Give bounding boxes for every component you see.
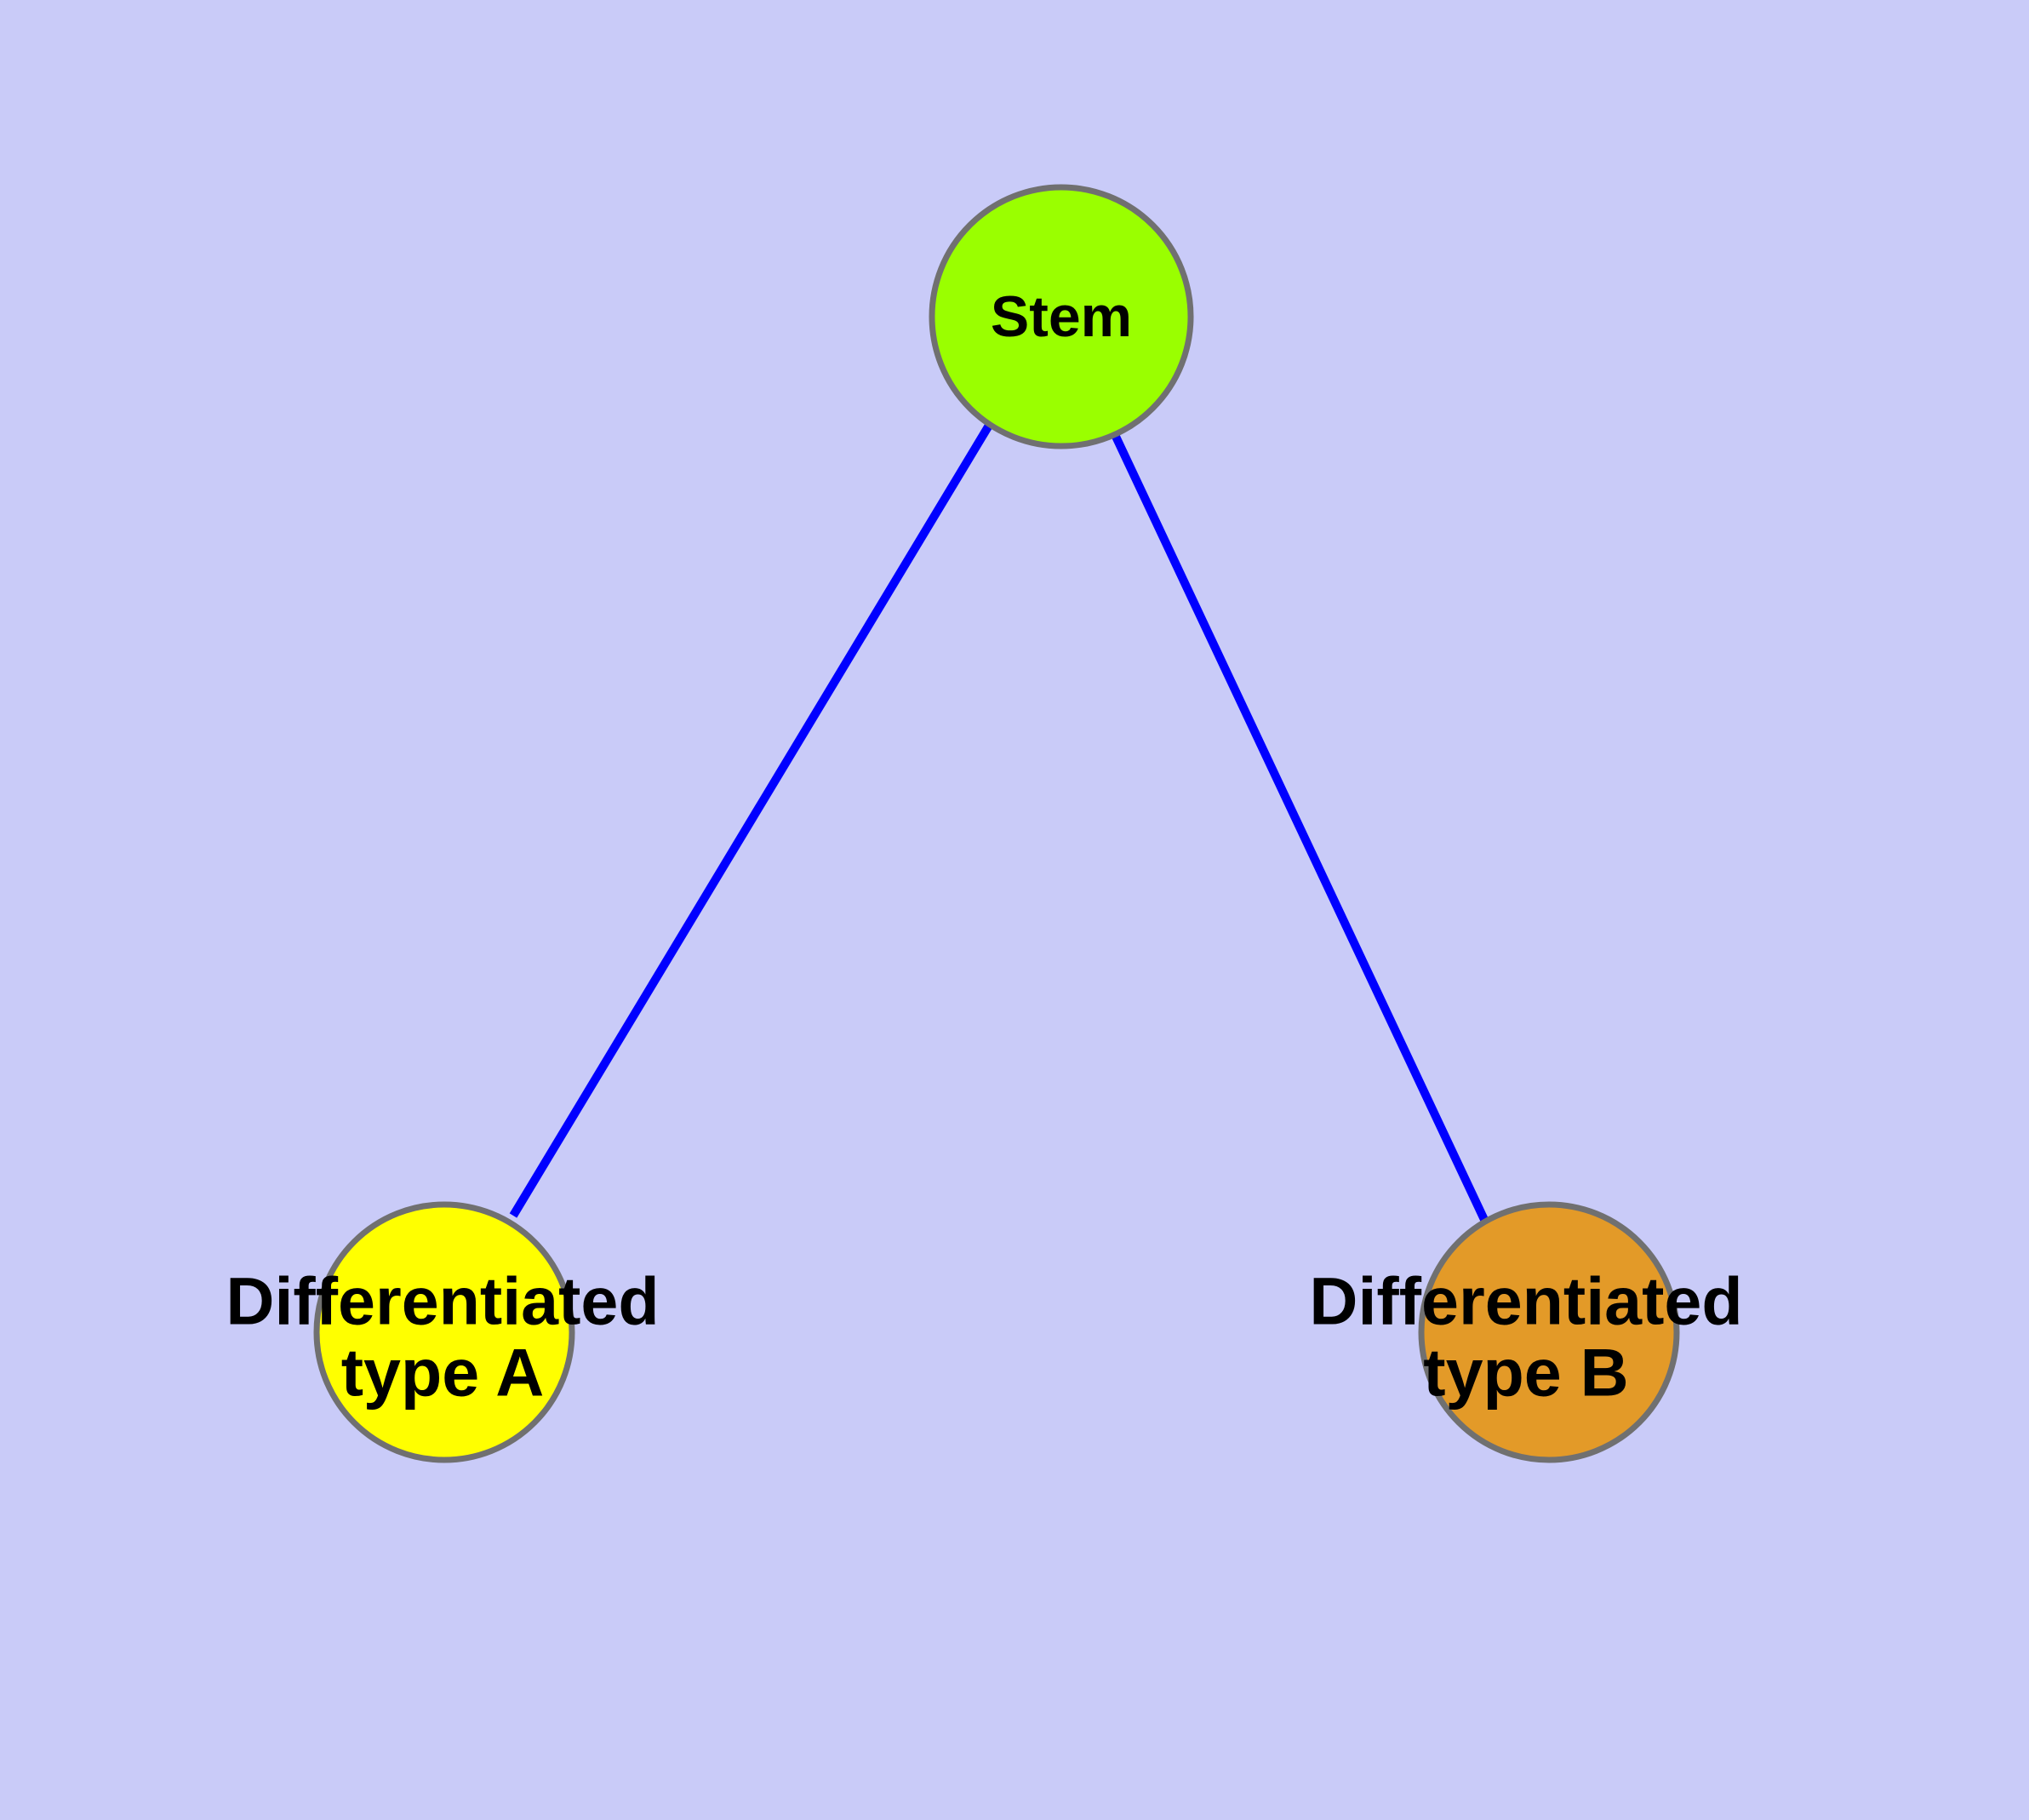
node-layer — [313, 184, 1680, 1463]
edge-layer — [509, 421, 1490, 1226]
node-stem[interactable] — [929, 184, 1194, 449]
node-diff-type-b[interactable] — [1418, 1201, 1680, 1463]
node-diff-type-a[interactable] — [313, 1201, 575, 1463]
edge-stem-to-diff-type-a[interactable] — [509, 421, 994, 1218]
edge-stem-to-diff-type-b[interactable] — [1106, 423, 1490, 1226]
